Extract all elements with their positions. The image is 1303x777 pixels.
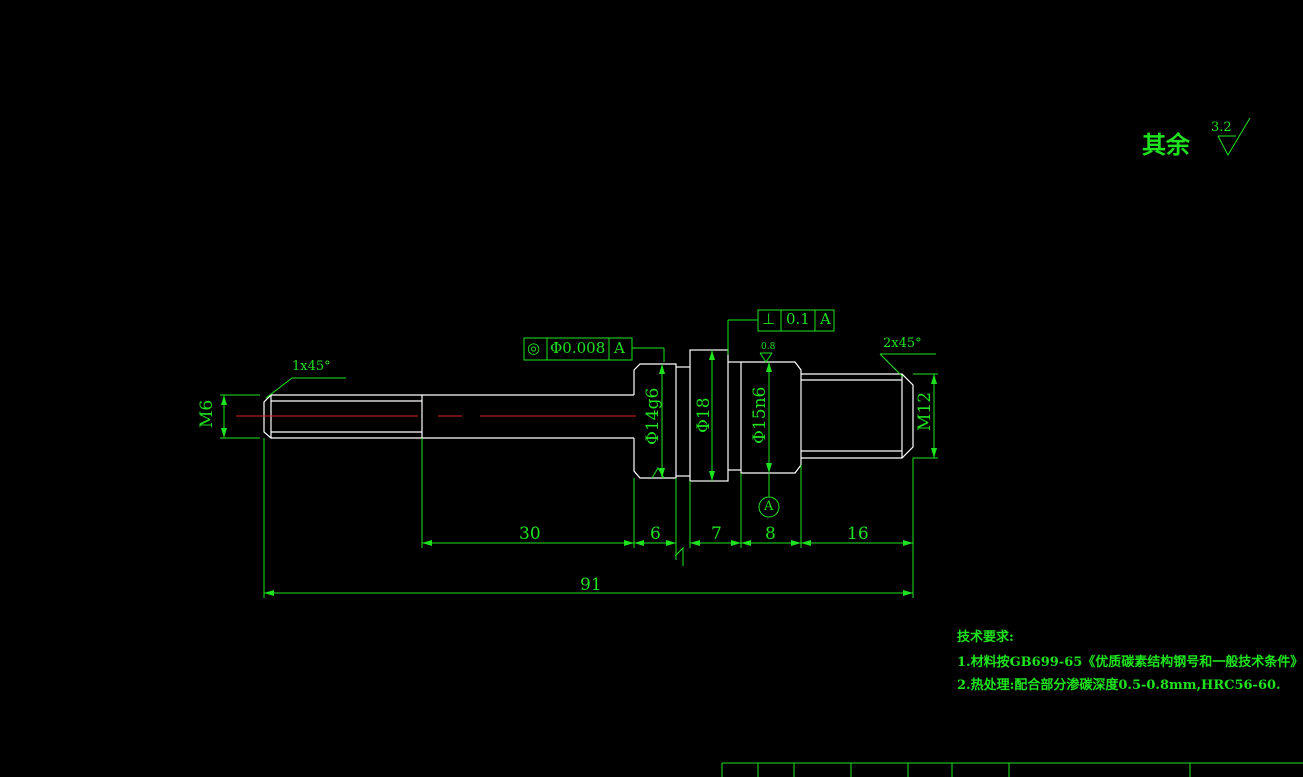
length-30: 30 [519,524,541,544]
surface-finish-label: 其余 [1142,130,1190,159]
length-8: 8 [765,524,776,544]
concentricity-frame [523,337,633,361]
m6-label: M6 [197,399,217,428]
d15-label: Φ15n6 [750,386,770,444]
perpendicularity-datum: A [820,310,831,328]
notes-line-2: 2.热处理:配合部分渗碳深度0.5-0.8mm,HRC56-60. [957,678,1281,693]
right-chamfer-label: 2x45° [883,336,922,351]
surface-finish-value: 3.2 [1211,120,1232,135]
left-chamfer-label: 1x45° [292,359,331,374]
arrowheads [221,350,937,596]
length-7: 7 [711,524,722,544]
concentricity-value: Φ0.008 [550,339,606,357]
roughness-mark-collar: 0.8 [761,342,776,352]
notes-title: 技术要求: [957,630,1014,645]
perpendicularity-frame [757,309,835,332]
shaft-outline [263,349,914,482]
length-16: 16 [847,524,869,544]
length-total: 91 [580,575,602,595]
notes-line-1: 1.材料按GB699-65《优质碳素结构钢号和一般技术条件》; [957,655,1303,670]
perpendicularity-symbol: ⊥ [762,310,776,328]
m12-label: M12 [915,391,935,431]
concentricity-symbol: ◎ [527,339,541,357]
d14-label: Φ14g6 [643,387,663,445]
perpendicularity-value: 0.1 [786,310,810,328]
d18-label: Φ18 [694,397,714,433]
dimension-lines [220,117,1303,777]
concentricity-datum: A [614,339,625,357]
datum-label: A [764,499,774,514]
length-6: 6 [650,524,661,544]
